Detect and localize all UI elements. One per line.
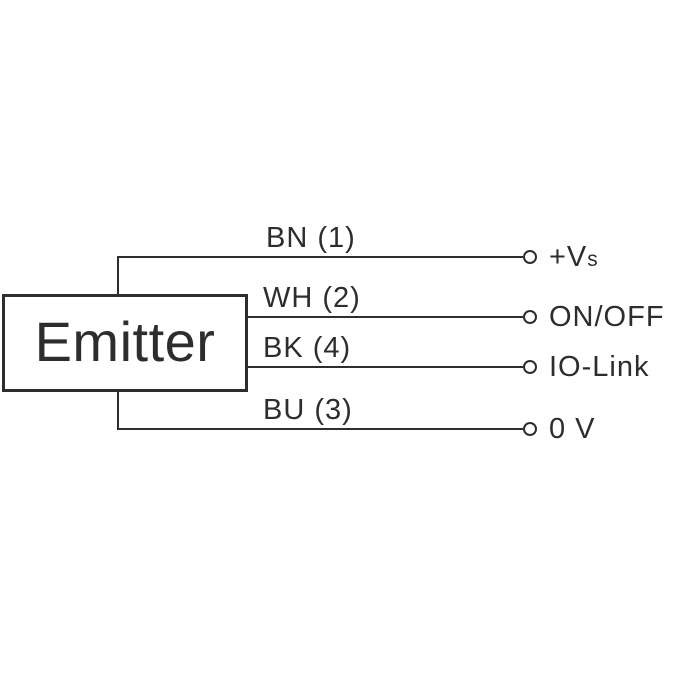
terminal-label-onoff-main: ON/OFF [549, 301, 665, 333]
wire-line-bu [117, 428, 523, 430]
connector-line-bottom [117, 390, 119, 430]
emitter-box: Emitter [2, 294, 248, 392]
terminal-circle-vs [523, 250, 537, 264]
wire-label-bk: BK (4) [263, 332, 352, 364]
emitter-label: Emitter [34, 310, 216, 373]
terminal-label-iolink: IO-Link [549, 350, 649, 384]
connector-line-top [117, 256, 119, 296]
terminal-label-vs-sub: s [587, 248, 599, 271]
wire-label-bu: BU (3) [263, 394, 353, 426]
wire-line-bn [117, 256, 523, 258]
terminal-circle-0v [523, 422, 537, 436]
wire-line-wh [247, 316, 523, 318]
terminal-circle-iolink [523, 360, 537, 374]
wire-label-wh: WH (2) [263, 282, 361, 314]
terminal-label-iolink-main: IO-Link [549, 351, 650, 383]
wire-line-bk [247, 366, 523, 368]
terminal-label-onoff: ON/OFF [549, 300, 665, 334]
wire-label-bn: BN (1) [266, 222, 356, 254]
terminal-label-0v-main: 0 V [549, 413, 596, 445]
terminal-label-0v: 0 V [549, 412, 596, 446]
terminal-label-vs: +Vs [549, 240, 598, 274]
terminal-circle-onoff [523, 310, 537, 324]
terminal-label-vs-main: +V [549, 241, 588, 273]
